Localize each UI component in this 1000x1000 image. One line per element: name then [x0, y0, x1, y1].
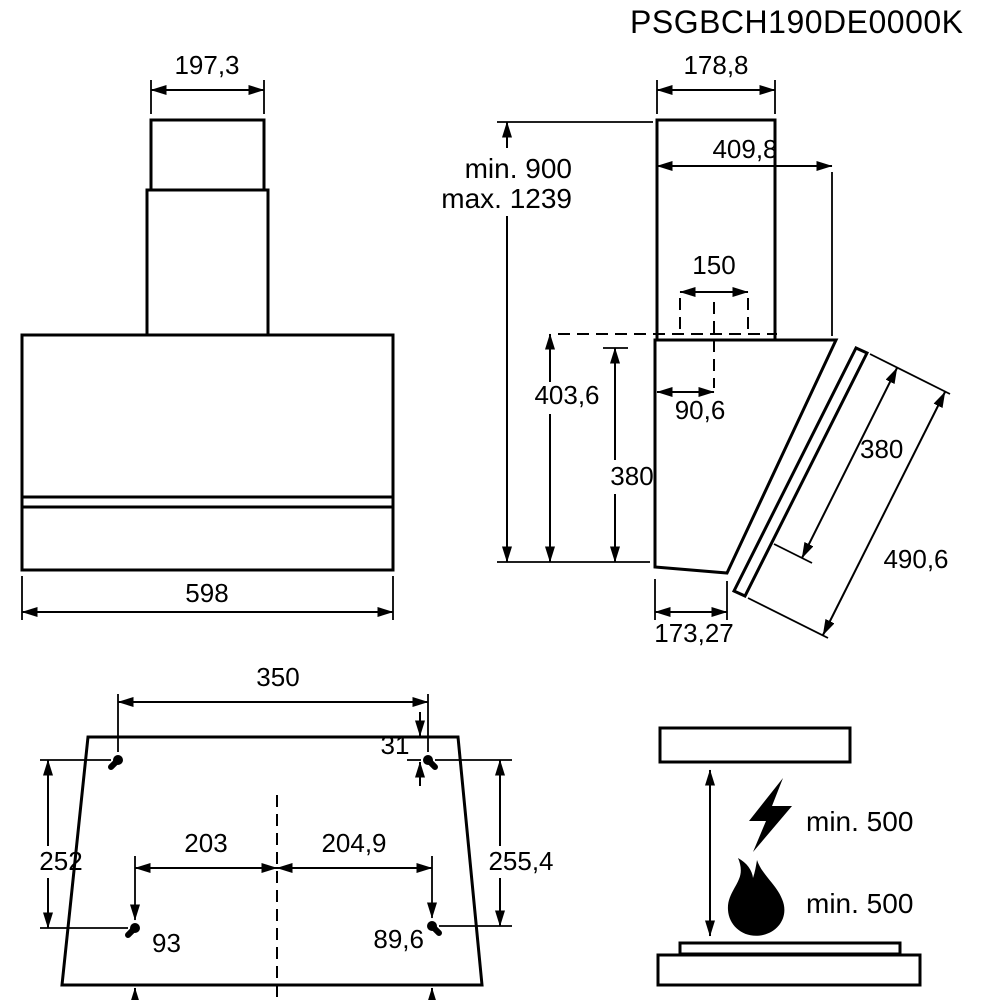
dim-top-edge-offset: 31 — [381, 712, 425, 786]
duct-offset-label: 90,6 — [675, 395, 726, 425]
front-view: 197,3 598 — [20, 50, 395, 620]
lower-left-to-center-label: 203 — [184, 828, 227, 858]
rear-panel-outline — [60, 735, 484, 987]
keyhole-slot — [425, 757, 438, 770]
clearance-view: min. 500 min. 500 — [656, 726, 922, 987]
height-max-label: max. 1239 — [441, 183, 572, 214]
left-holes-spacing-label: 252 — [39, 846, 82, 876]
hood-body-outline — [20, 333, 395, 572]
mounting-hole-top-right — [423, 755, 438, 770]
upper-holes-spacing-label: 350 — [256, 662, 299, 692]
mounting-hole-bottom-left — [125, 923, 140, 938]
model-code: PSGBCH190DE0000K — [630, 4, 964, 40]
glass-panel-outline — [731, 346, 870, 598]
side-view: 178,8 min. 900 max. 1239 409,8 150 — [441, 50, 951, 648]
extension-line — [747, 597, 829, 639]
hood-bottom-outline — [658, 726, 852, 764]
dim-left-holes-spacing: 252 — [39, 759, 128, 929]
dim-total-height: min. 900 max. 1239 — [441, 121, 653, 563]
mounting-hole-bottom-right — [427, 921, 442, 936]
hob-surface-outline — [678, 941, 902, 956]
dim-bottom-offsets: 93 89,6 — [130, 924, 437, 1000]
total-depth-label: 409,8 — [712, 134, 777, 164]
glass-length-label: 490,6 — [883, 544, 948, 574]
gas-clearance-label: min. 500 — [806, 888, 913, 919]
dim-chimney-depth: 178,8 — [656, 50, 776, 114]
dim-duct-offset: 90,6 — [656, 387, 726, 425]
keyhole-slot — [125, 925, 138, 938]
chimney-lower-outline — [145, 188, 270, 337]
duct-width-label: 150 — [692, 250, 735, 280]
height-min-label: min. 900 — [465, 153, 572, 184]
keyhole-slot — [429, 923, 442, 936]
body-height-label: 403,6 — [534, 380, 599, 410]
bottom-right-offset-label: 89,6 — [373, 924, 424, 954]
dim-duct-width: 150 — [558, 250, 777, 388]
mounting-hole-top-left — [108, 755, 123, 770]
chimney-width-label: 197,3 — [174, 50, 239, 80]
dim-body-height: 403,6 — [534, 333, 600, 563]
dim-glass-panel: 380 490,6 — [747, 353, 951, 639]
bottom-depth-label: 173,27 — [654, 618, 734, 648]
top-edge-offset-label: 31 — [381, 730, 410, 760]
mounting-view: 350 31 252 255,4 203 — [39, 662, 554, 1000]
right-holes-spacing-label: 255,4 — [488, 846, 553, 876]
lightning-bolt-icon — [749, 778, 792, 852]
hood-body-side-outline — [653, 338, 839, 575]
electric-clearance-label: min. 500 — [806, 806, 913, 837]
dim-body-width: 598 — [21, 576, 394, 620]
rear-panel-height-label: 380 — [610, 461, 653, 491]
bottom-left-offset-label: 93 — [152, 928, 181, 958]
keyhole-slot — [108, 757, 121, 770]
counter-outline — [656, 953, 922, 987]
dim-rear-panel-height: 380 — [603, 347, 654, 563]
dim-bottom-depth: 173,27 — [654, 579, 734, 648]
extension-line — [869, 353, 951, 395]
dimension-line — [822, 391, 946, 636]
dim-lower-holes: 203 204,9 — [130, 828, 437, 921]
dim-chimney-width: 197,3 — [150, 50, 265, 114]
glass-width-label: 380 — [860, 434, 903, 464]
flame-icon — [727, 858, 785, 936]
chimney-upper-outline — [149, 118, 266, 192]
body-width-label: 598 — [185, 578, 228, 608]
lower-right-to-center-label: 204,9 — [321, 828, 386, 858]
chimney-depth-label: 178,8 — [683, 50, 748, 80]
extension-line — [773, 543, 813, 564]
dim-right-holes-spacing: 255,4 — [435, 759, 554, 927]
dim-upper-holes-spacing: 350 — [117, 662, 429, 752]
dim-total-depth: 409,8 — [656, 134, 833, 336]
